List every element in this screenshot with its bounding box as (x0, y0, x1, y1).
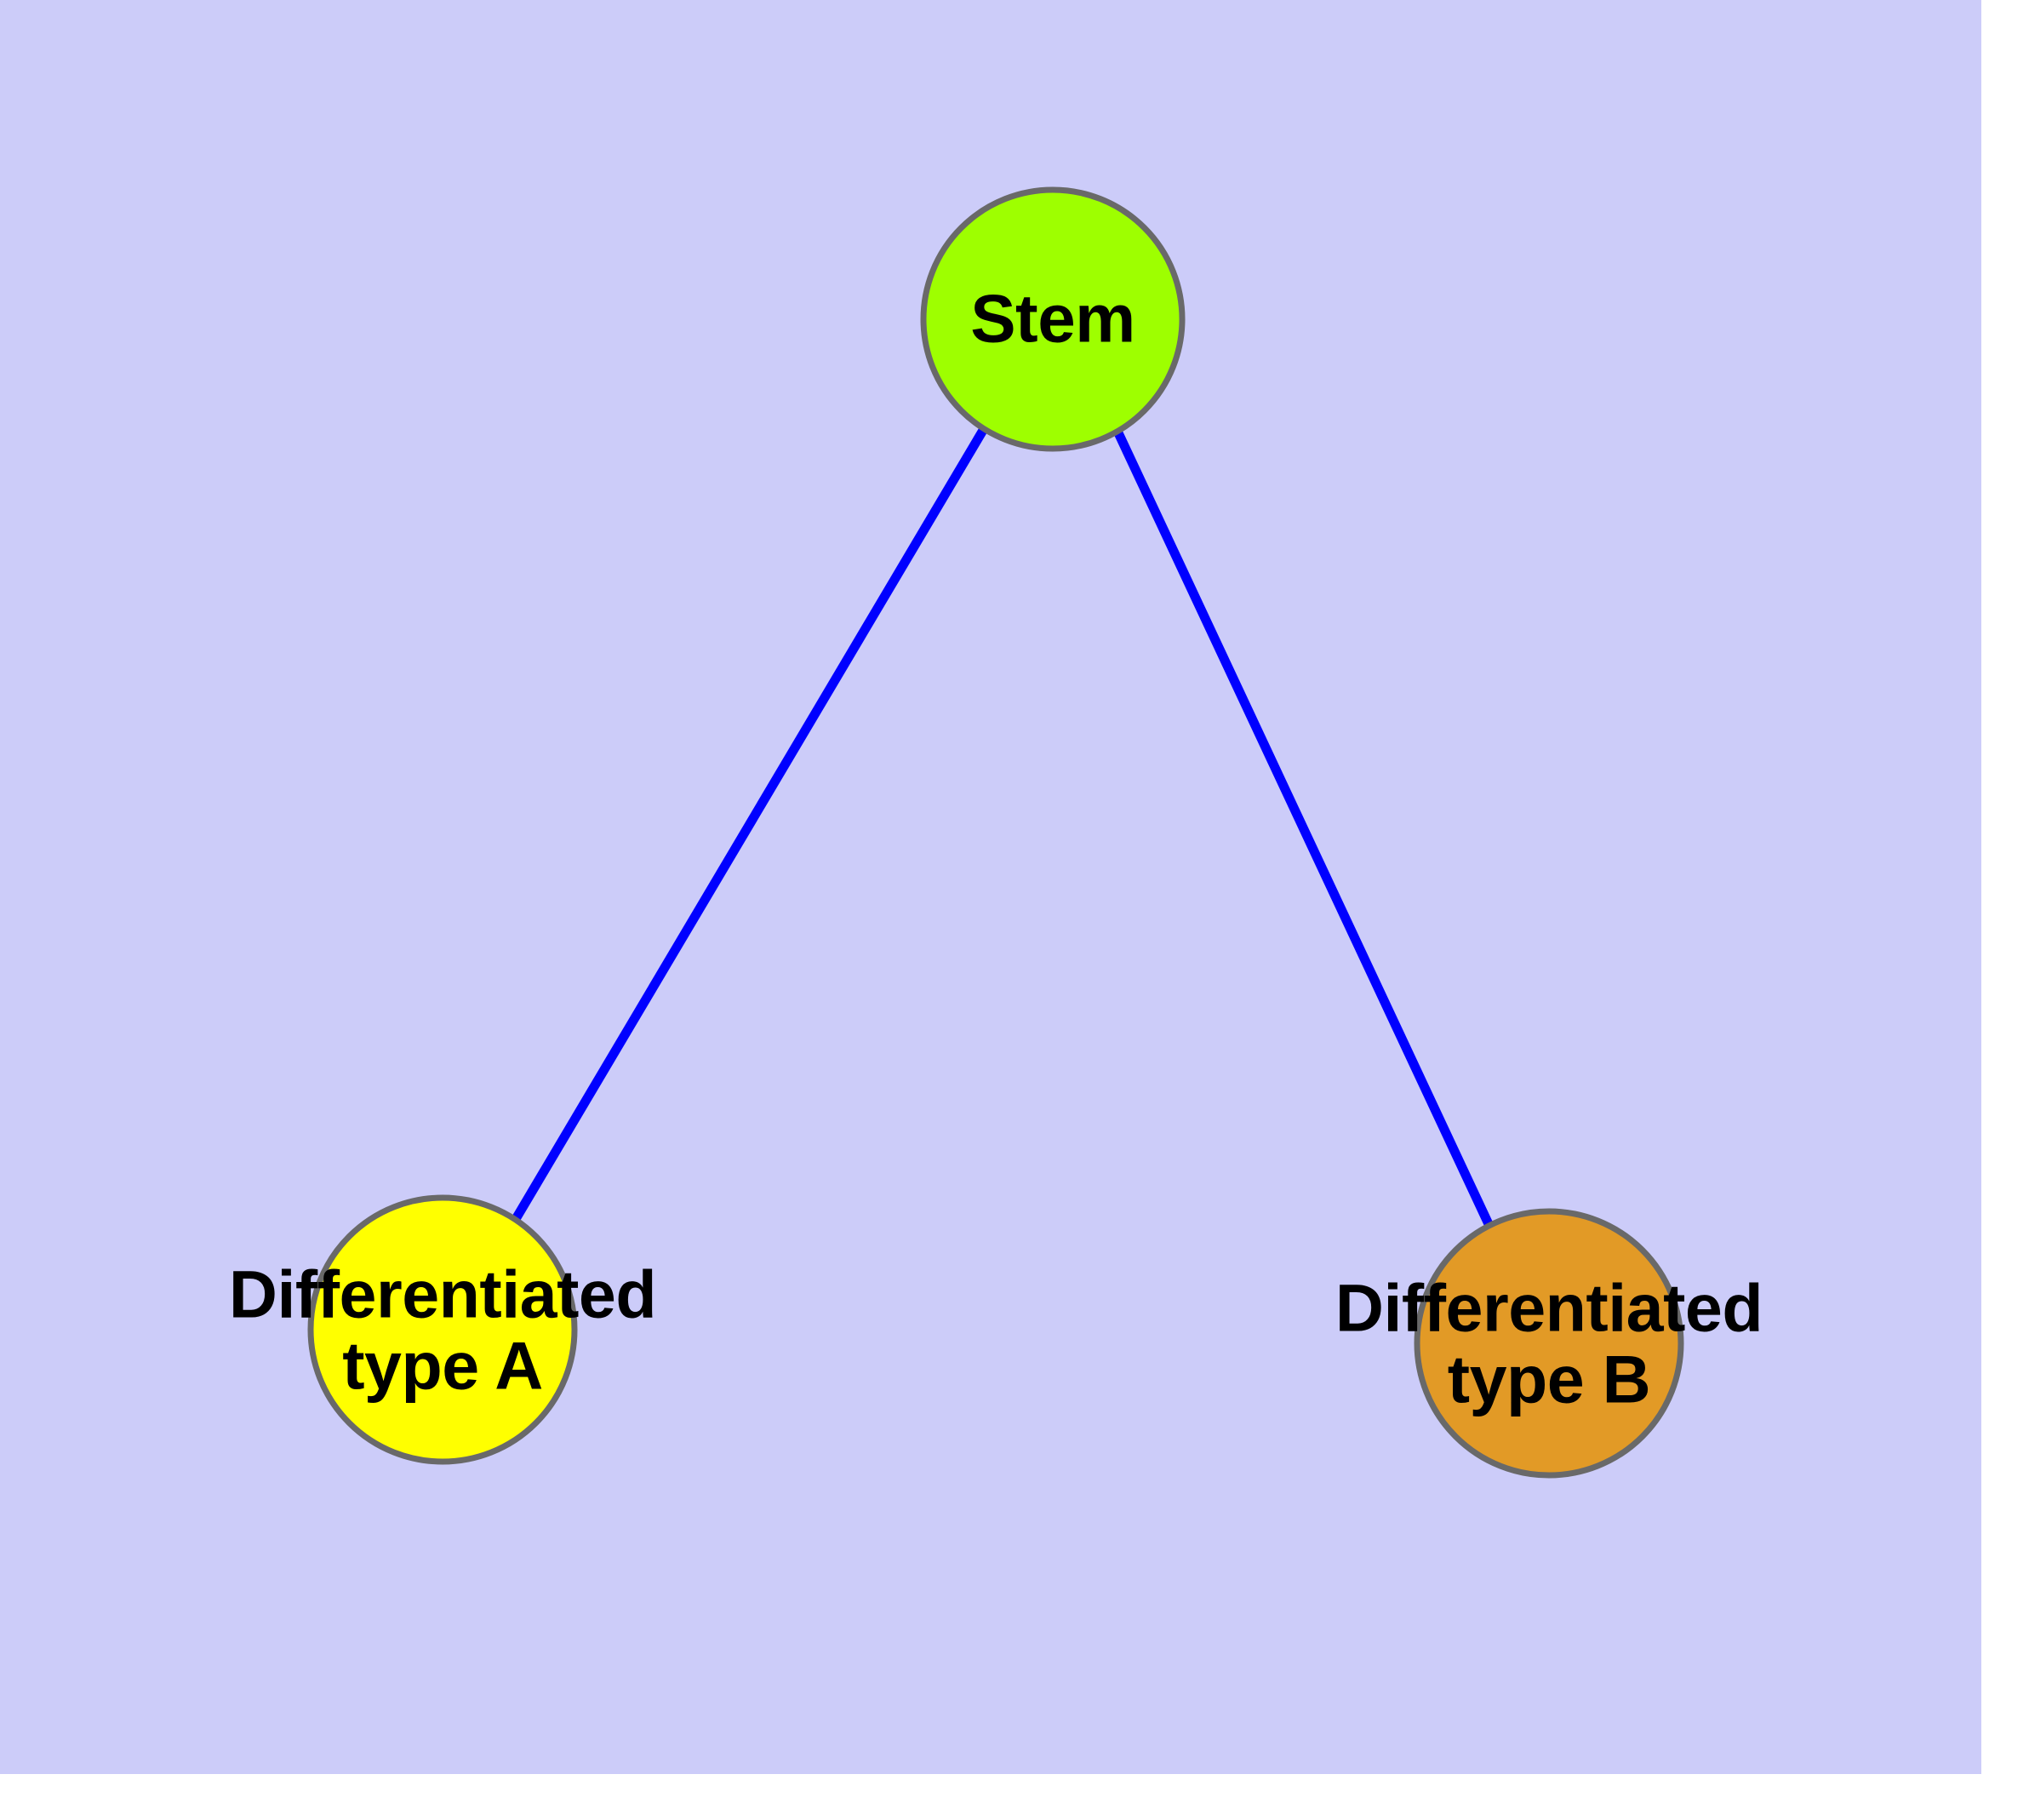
node-layer (307, 186, 1684, 1479)
edge-layer (509, 421, 1494, 1228)
node-differentiated-type-b[interactable] (1414, 1208, 1684, 1479)
edge-stem-to-differentiated-type-b[interactable] (1111, 423, 1494, 1228)
node-stem[interactable] (920, 186, 1186, 452)
node-differentiated-type-a[interactable] (307, 1194, 578, 1465)
edge-stem-to-differentiated-type-a[interactable] (509, 421, 992, 1226)
